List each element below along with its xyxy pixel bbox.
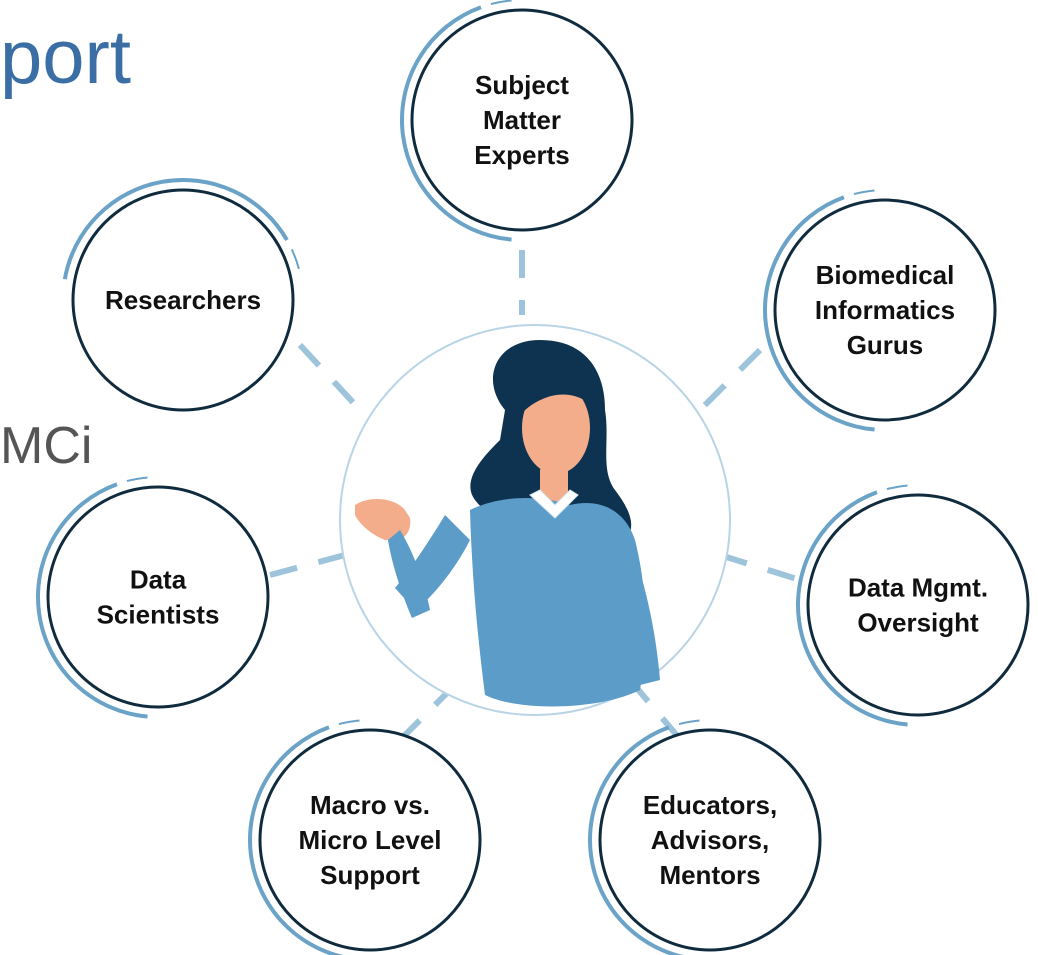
node-label-line: Scientists (97, 600, 220, 630)
node-label-line: Advisors, (651, 825, 770, 855)
node-accent-arc (853, 189, 875, 196)
node-circle (71, 188, 295, 412)
connector-data-mgmt-oversight (719, 552, 801, 583)
node-accent-arc (36, 482, 148, 719)
node-label-line: Oversight (857, 608, 979, 638)
neck-shape (540, 465, 568, 505)
node-accent-arc (338, 719, 360, 726)
node-label-line: Educators, (643, 790, 777, 820)
node-researchers: Researchers (62, 178, 300, 412)
node-label-line: Micro Level (298, 825, 441, 855)
forearm-shape (388, 530, 430, 618)
node-accent-arc (490, 0, 512, 6)
node-label-line: Gurus (847, 330, 924, 360)
node-data-mgmt-oversight: Data Mgmt. Oversight (796, 484, 1030, 727)
node-circle (410, 8, 634, 232)
node-accent-arc (886, 484, 908, 491)
node-educators-advisors-mentors: Educators, Advisors, Mentors (588, 719, 822, 955)
node-circle (806, 493, 1030, 717)
hair-fringe-shape (520, 370, 604, 420)
node-accent-arc (588, 725, 684, 955)
node-accent-arc (763, 195, 875, 432)
node-circle (46, 485, 270, 709)
node-label-line: Data Mgmt. (848, 573, 988, 603)
connector-researchers (297, 342, 363, 413)
connector-data-scientists (269, 552, 346, 578)
node-label-line: Macro vs. (310, 790, 430, 820)
node-label-line: Matter (483, 105, 561, 135)
side-text-fragment: MCi (0, 417, 93, 475)
node-accent-arc (796, 490, 908, 727)
node-label-line: Subject (475, 70, 569, 100)
node-circle (598, 728, 822, 952)
torso-shape (470, 498, 646, 707)
connector-biomedical-informatics-gurus (697, 347, 763, 413)
node-label-line: Informatics (815, 295, 955, 325)
node-accent-arc (290, 248, 300, 270)
page-title-fragment: port (0, 15, 131, 100)
node-accent-arc (248, 725, 344, 955)
face-shape (522, 382, 590, 474)
node-accent-arc (678, 719, 700, 726)
lowered-arm-shape (605, 520, 660, 685)
node-accent-arc (400, 5, 512, 242)
node-accent-arc (62, 178, 289, 280)
node-label-line: Data (130, 565, 187, 595)
node-circle (773, 198, 997, 422)
collar-shape (529, 489, 579, 519)
node-label-line: Researchers (105, 285, 261, 315)
node-accent-arc (126, 476, 148, 483)
node-label-line: Experts (474, 140, 569, 170)
woman-presenting-illustration (339, 324, 731, 716)
node-label-line: Mentors (659, 860, 760, 890)
hand-shape (355, 498, 411, 540)
node-label-line: Support (320, 860, 420, 890)
node-circle (258, 728, 482, 952)
node-label-line: Biomedical (816, 260, 955, 290)
